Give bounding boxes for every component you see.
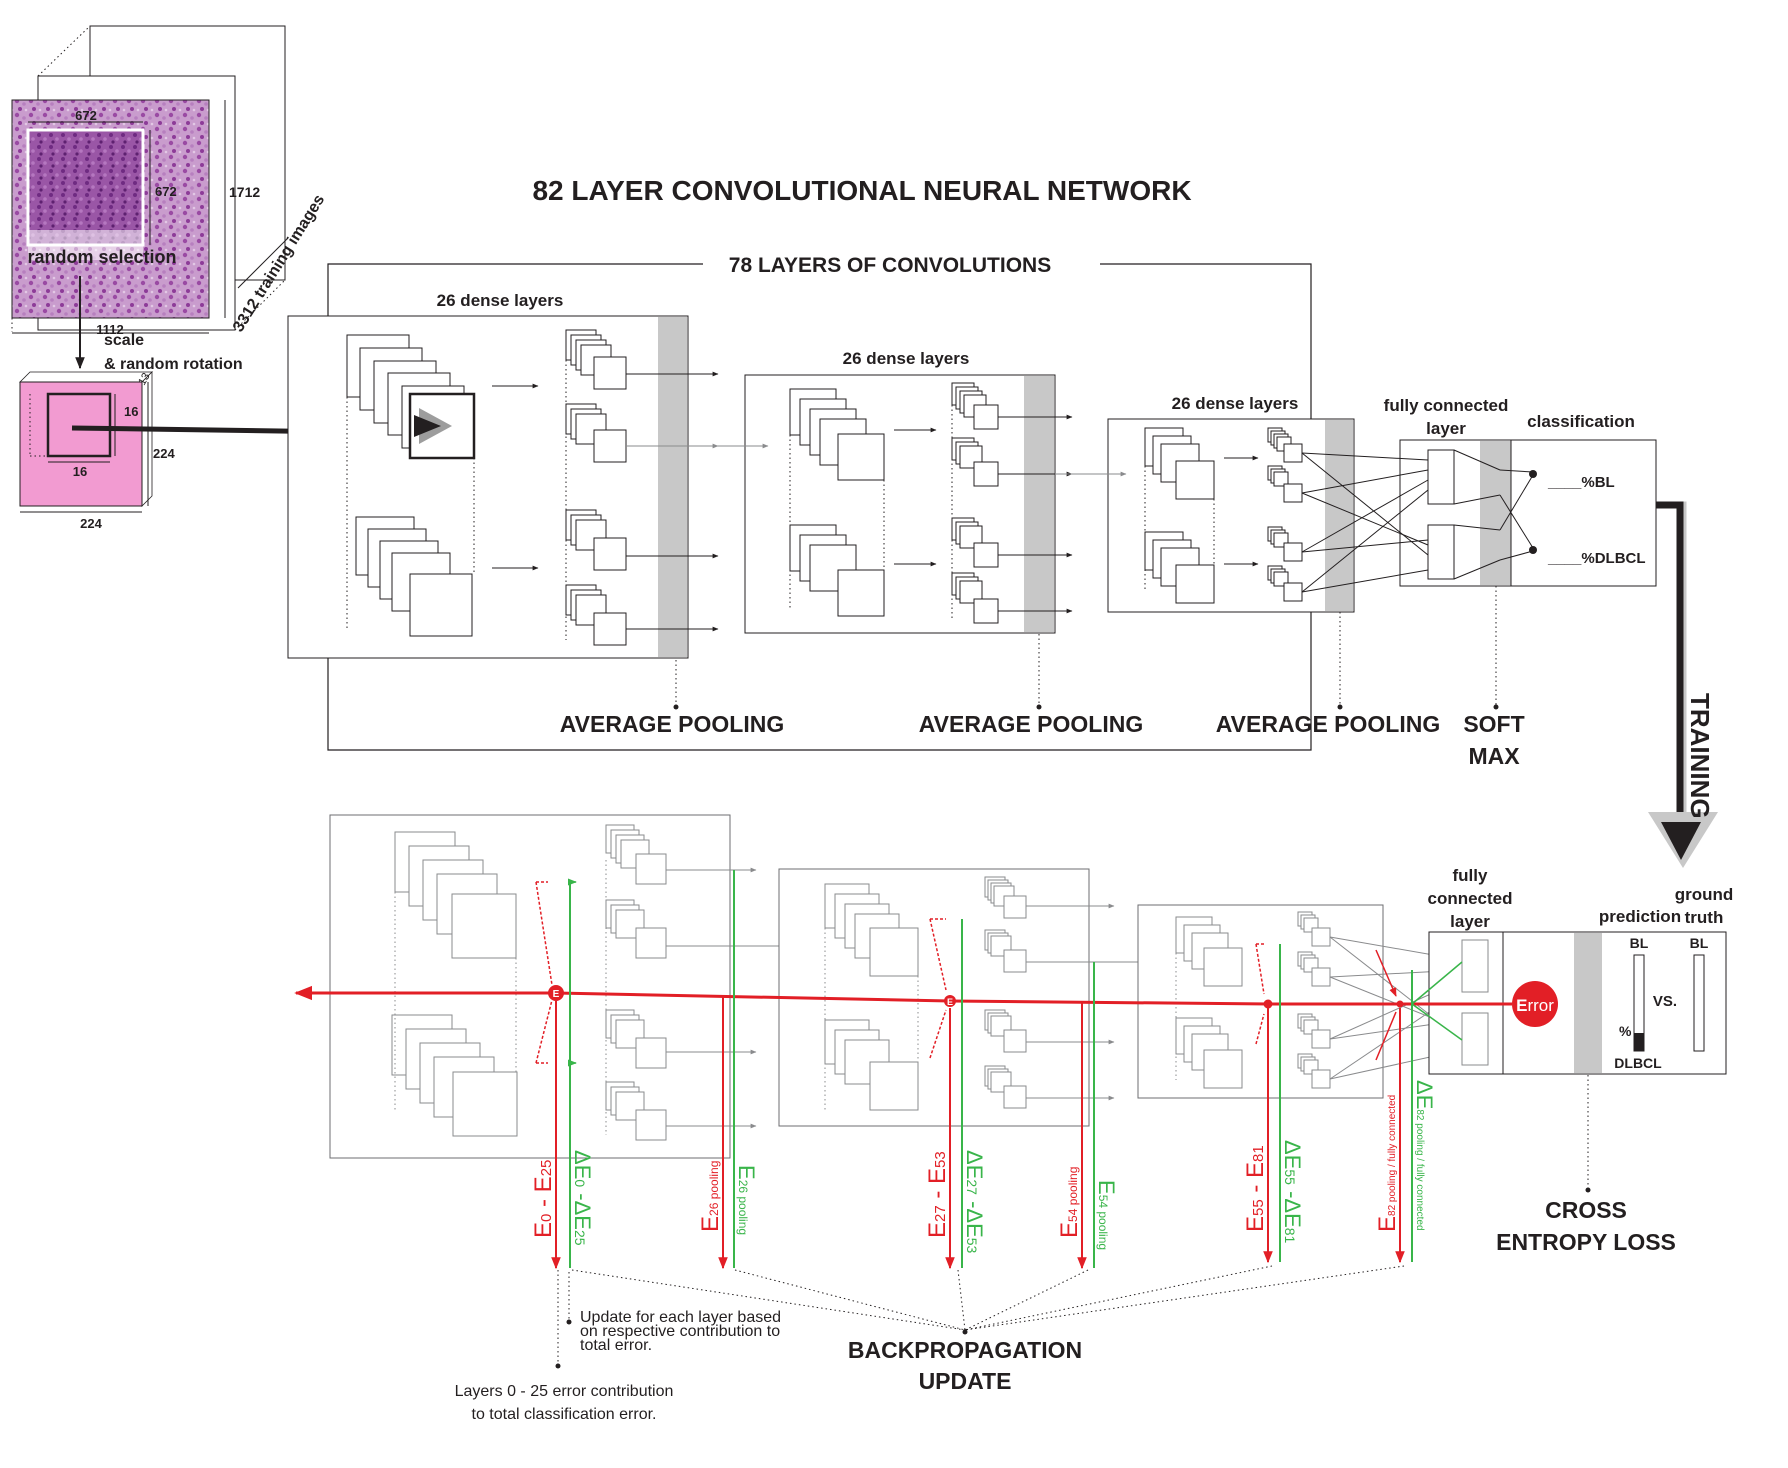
label-e26: E26 pooling bbox=[697, 1161, 724, 1232]
softmax-label-1: SOFT bbox=[1463, 711, 1524, 737]
label-e82: E82 pooling / fully connected bbox=[1374, 1095, 1401, 1232]
truth-label: truth bbox=[1685, 908, 1724, 927]
pred-pct: % bbox=[1619, 1023, 1632, 1039]
dense-block-2 bbox=[745, 375, 1072, 710]
label-e54: E54 pooling bbox=[1056, 1167, 1083, 1238]
dim-1712: 1712 bbox=[229, 184, 260, 200]
label-de82: ΔE82 pooling / fully connected bbox=[1412, 1080, 1437, 1231]
layers-note-1: Layers 0 - 25 error contribution bbox=[455, 1383, 674, 1400]
prediction-label: prediction bbox=[1599, 907, 1681, 926]
dense-block-1 bbox=[288, 316, 718, 710]
fc-label-2: layer bbox=[1426, 419, 1466, 438]
class-dlbcl: ____%DLBCL bbox=[1547, 550, 1646, 567]
classification-label: classification bbox=[1527, 412, 1635, 431]
dense-block-3 bbox=[1108, 419, 1354, 710]
truth-bl: BL bbox=[1690, 935, 1709, 951]
update-note-3: total error. bbox=[580, 1337, 652, 1354]
vs-label: VS. bbox=[1653, 993, 1677, 1010]
lower-fc-label-1: fully bbox=[1453, 866, 1488, 885]
label-de0-25: ΔE0 -ΔE25 bbox=[570, 1150, 595, 1246]
input-patch bbox=[20, 372, 152, 512]
dim-224-side: 224 bbox=[153, 446, 175, 461]
entropy-label: ENTROPY LOSS bbox=[1496, 1229, 1676, 1255]
lower-fc-label-3: layer bbox=[1450, 912, 1490, 931]
label-e0-25: E0 - E25 bbox=[530, 1160, 557, 1238]
label-de54: E54 pooling bbox=[1094, 1180, 1119, 1250]
dim-224-bottom: 224 bbox=[80, 516, 102, 531]
dense-block-2-label: 26 dense layers bbox=[843, 349, 970, 368]
label-e55-81: E55 - E81 bbox=[1242, 1145, 1269, 1232]
label-de27-53: ΔE27 -ΔE53 bbox=[962, 1150, 987, 1254]
diagram-title: 82 LAYER CONVOLUTIONAL NEURAL NETWORK bbox=[532, 175, 1191, 206]
avg-pooling-1: AVERAGE POOLING bbox=[560, 711, 785, 737]
dense-block-1-label: 26 dense layers bbox=[437, 291, 564, 310]
dense-block-3-label: 26 dense layers bbox=[1172, 394, 1299, 413]
pred-dlbcl: DLBCL bbox=[1614, 1055, 1662, 1071]
avg-pooling-3: AVERAGE POOLING bbox=[1216, 711, 1441, 737]
cross-label: CROSS bbox=[1545, 1197, 1627, 1223]
dim-16-bottom: 16 bbox=[73, 464, 87, 479]
avg-pooling-2: AVERAGE POOLING bbox=[919, 711, 1144, 737]
convolutions-label: 78 LAYERS OF CONVOLUTIONS bbox=[729, 254, 1051, 277]
random-selection-label: random selection bbox=[27, 247, 176, 267]
backprop-label-2: UPDATE bbox=[919, 1368, 1012, 1394]
input-image-stack bbox=[12, 26, 288, 333]
label-de26: E26 pooling bbox=[734, 1165, 759, 1235]
dim-672-top: 672 bbox=[75, 108, 97, 123]
random-rotation-label: & random rotation bbox=[104, 356, 243, 373]
pred-bl: BL bbox=[1630, 935, 1649, 951]
training-label: TRAINING bbox=[1685, 693, 1715, 819]
ground-label: ground bbox=[1675, 885, 1734, 904]
error-node-e-2: E bbox=[947, 997, 953, 1007]
dim-672-side: 672 bbox=[155, 184, 177, 199]
error-label: Error bbox=[1516, 996, 1554, 1015]
label-de55-81: ΔE55 -ΔE81 bbox=[1280, 1140, 1305, 1244]
class-bl: ____%BL bbox=[1547, 474, 1615, 491]
label-e27-53: E27 - E53 bbox=[924, 1151, 951, 1238]
dim-16-side: 16 bbox=[124, 404, 138, 419]
softmax-label-2: MAX bbox=[1468, 743, 1520, 769]
fc-prediction-box bbox=[1429, 932, 1726, 1193]
backprop-label-1: BACKPROPAGATION bbox=[848, 1337, 1082, 1363]
fc-label-1: fully connected bbox=[1384, 396, 1509, 415]
scale-label: scale bbox=[104, 332, 144, 349]
error-node-e-1: E bbox=[553, 989, 560, 1000]
layers-note-2: to total classification error. bbox=[472, 1406, 657, 1423]
lower-fc-label-2: connected bbox=[1427, 889, 1512, 908]
backprop-block-3 bbox=[1138, 905, 1462, 1098]
